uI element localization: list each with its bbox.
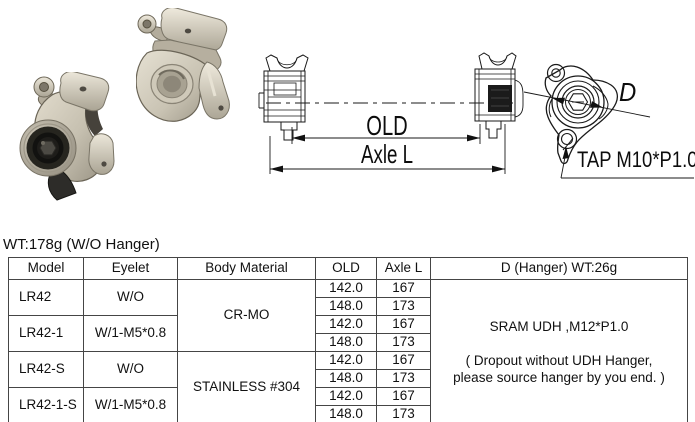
- eyelet-cell: W/1-M5*0.8: [83, 315, 178, 352]
- hanger-d-label: D: [619, 77, 637, 107]
- dropout-render-inner: [136, 8, 230, 122]
- axle-cell: 167: [376, 351, 431, 370]
- hanger-note-line1: ( Dropout without UDH Hanger,: [465, 352, 653, 368]
- table-row: LR42 W/O CR-MO 142.0 167 SRAM UDH ,M12*P…: [8, 279, 688, 422]
- table-row: LR42-1-S W/1-M5*0.8 142.0 167: [8, 387, 688, 422]
- tap-thread-label: TAP M10*P1.0: [577, 147, 695, 172]
- old-cell: 142.0: [315, 279, 377, 298]
- hanger-spec-line: SRAM UDH ,M12*P1.0: [489, 318, 629, 334]
- axle-dimension-drawing: [258, 52, 524, 174]
- header-hanger: D (Hanger) WT:26g: [430, 257, 688, 280]
- header-eyelet: Eyelet: [83, 257, 178, 280]
- axle-cell: 173: [376, 333, 431, 352]
- old-dimension-label: OLD: [366, 110, 408, 141]
- table-header-row: Model Eyelet Body Material OLD Axle L D …: [8, 257, 688, 280]
- table-row: 148.0 173: [9, 369, 688, 388]
- old-cell: 148.0: [315, 333, 377, 352]
- axle-cell: 167: [376, 279, 431, 298]
- material-cell: CR-MO: [177, 279, 316, 352]
- eyelet-cell: W/O: [83, 279, 178, 316]
- hanger-note-line2: please source hanger by you end. ): [453, 369, 665, 385]
- old-cell: 148.0: [315, 297, 377, 316]
- old-cell: 142.0: [315, 315, 377, 334]
- table-row: 148.0 173: [9, 333, 688, 352]
- axle-cell: 167: [376, 387, 431, 406]
- spec-table: Model Eyelet Body Material OLD Axle L D …: [8, 257, 688, 422]
- dropout-render-outer: [19, 72, 115, 201]
- axle-cell: 173: [376, 405, 431, 422]
- header-model: Model: [8, 257, 84, 280]
- material-cell: STAINLESS #304: [177, 351, 316, 422]
- old-cell: 148.0: [315, 405, 377, 422]
- header-material: Body Material: [177, 257, 316, 280]
- header-axle: Axle L: [376, 257, 431, 280]
- model-cell: LR42-1-S: [8, 387, 84, 422]
- weight-note: WT:178g (W/O Hanger): [3, 236, 160, 253]
- axle-l-dimension-label: Axle L: [360, 139, 414, 169]
- eyelet-cell: W/O: [83, 351, 178, 388]
- header-old: OLD: [315, 257, 377, 280]
- table-row: 148.0 173: [9, 297, 688, 316]
- axle-cell: 173: [376, 369, 431, 388]
- hanger-drawing: [523, 63, 694, 179]
- eyelet-cell: W/1-M5*0.8: [83, 387, 178, 422]
- axle-cell: 167: [376, 315, 431, 334]
- model-cell: LR42-S: [8, 351, 84, 388]
- old-cell: 148.0: [315, 369, 377, 388]
- hanger-info-cell: SRAM UDH ,M12*P1.0 ( Dropout without UDH…: [430, 279, 688, 422]
- old-cell: 142.0: [315, 351, 377, 370]
- axle-cell: 173: [376, 297, 431, 316]
- model-cell: LR42-1: [8, 315, 84, 352]
- table-row: 148.0 173: [9, 405, 688, 422]
- old-cell: 142.0: [315, 387, 377, 406]
- model-cell: LR42: [8, 279, 84, 316]
